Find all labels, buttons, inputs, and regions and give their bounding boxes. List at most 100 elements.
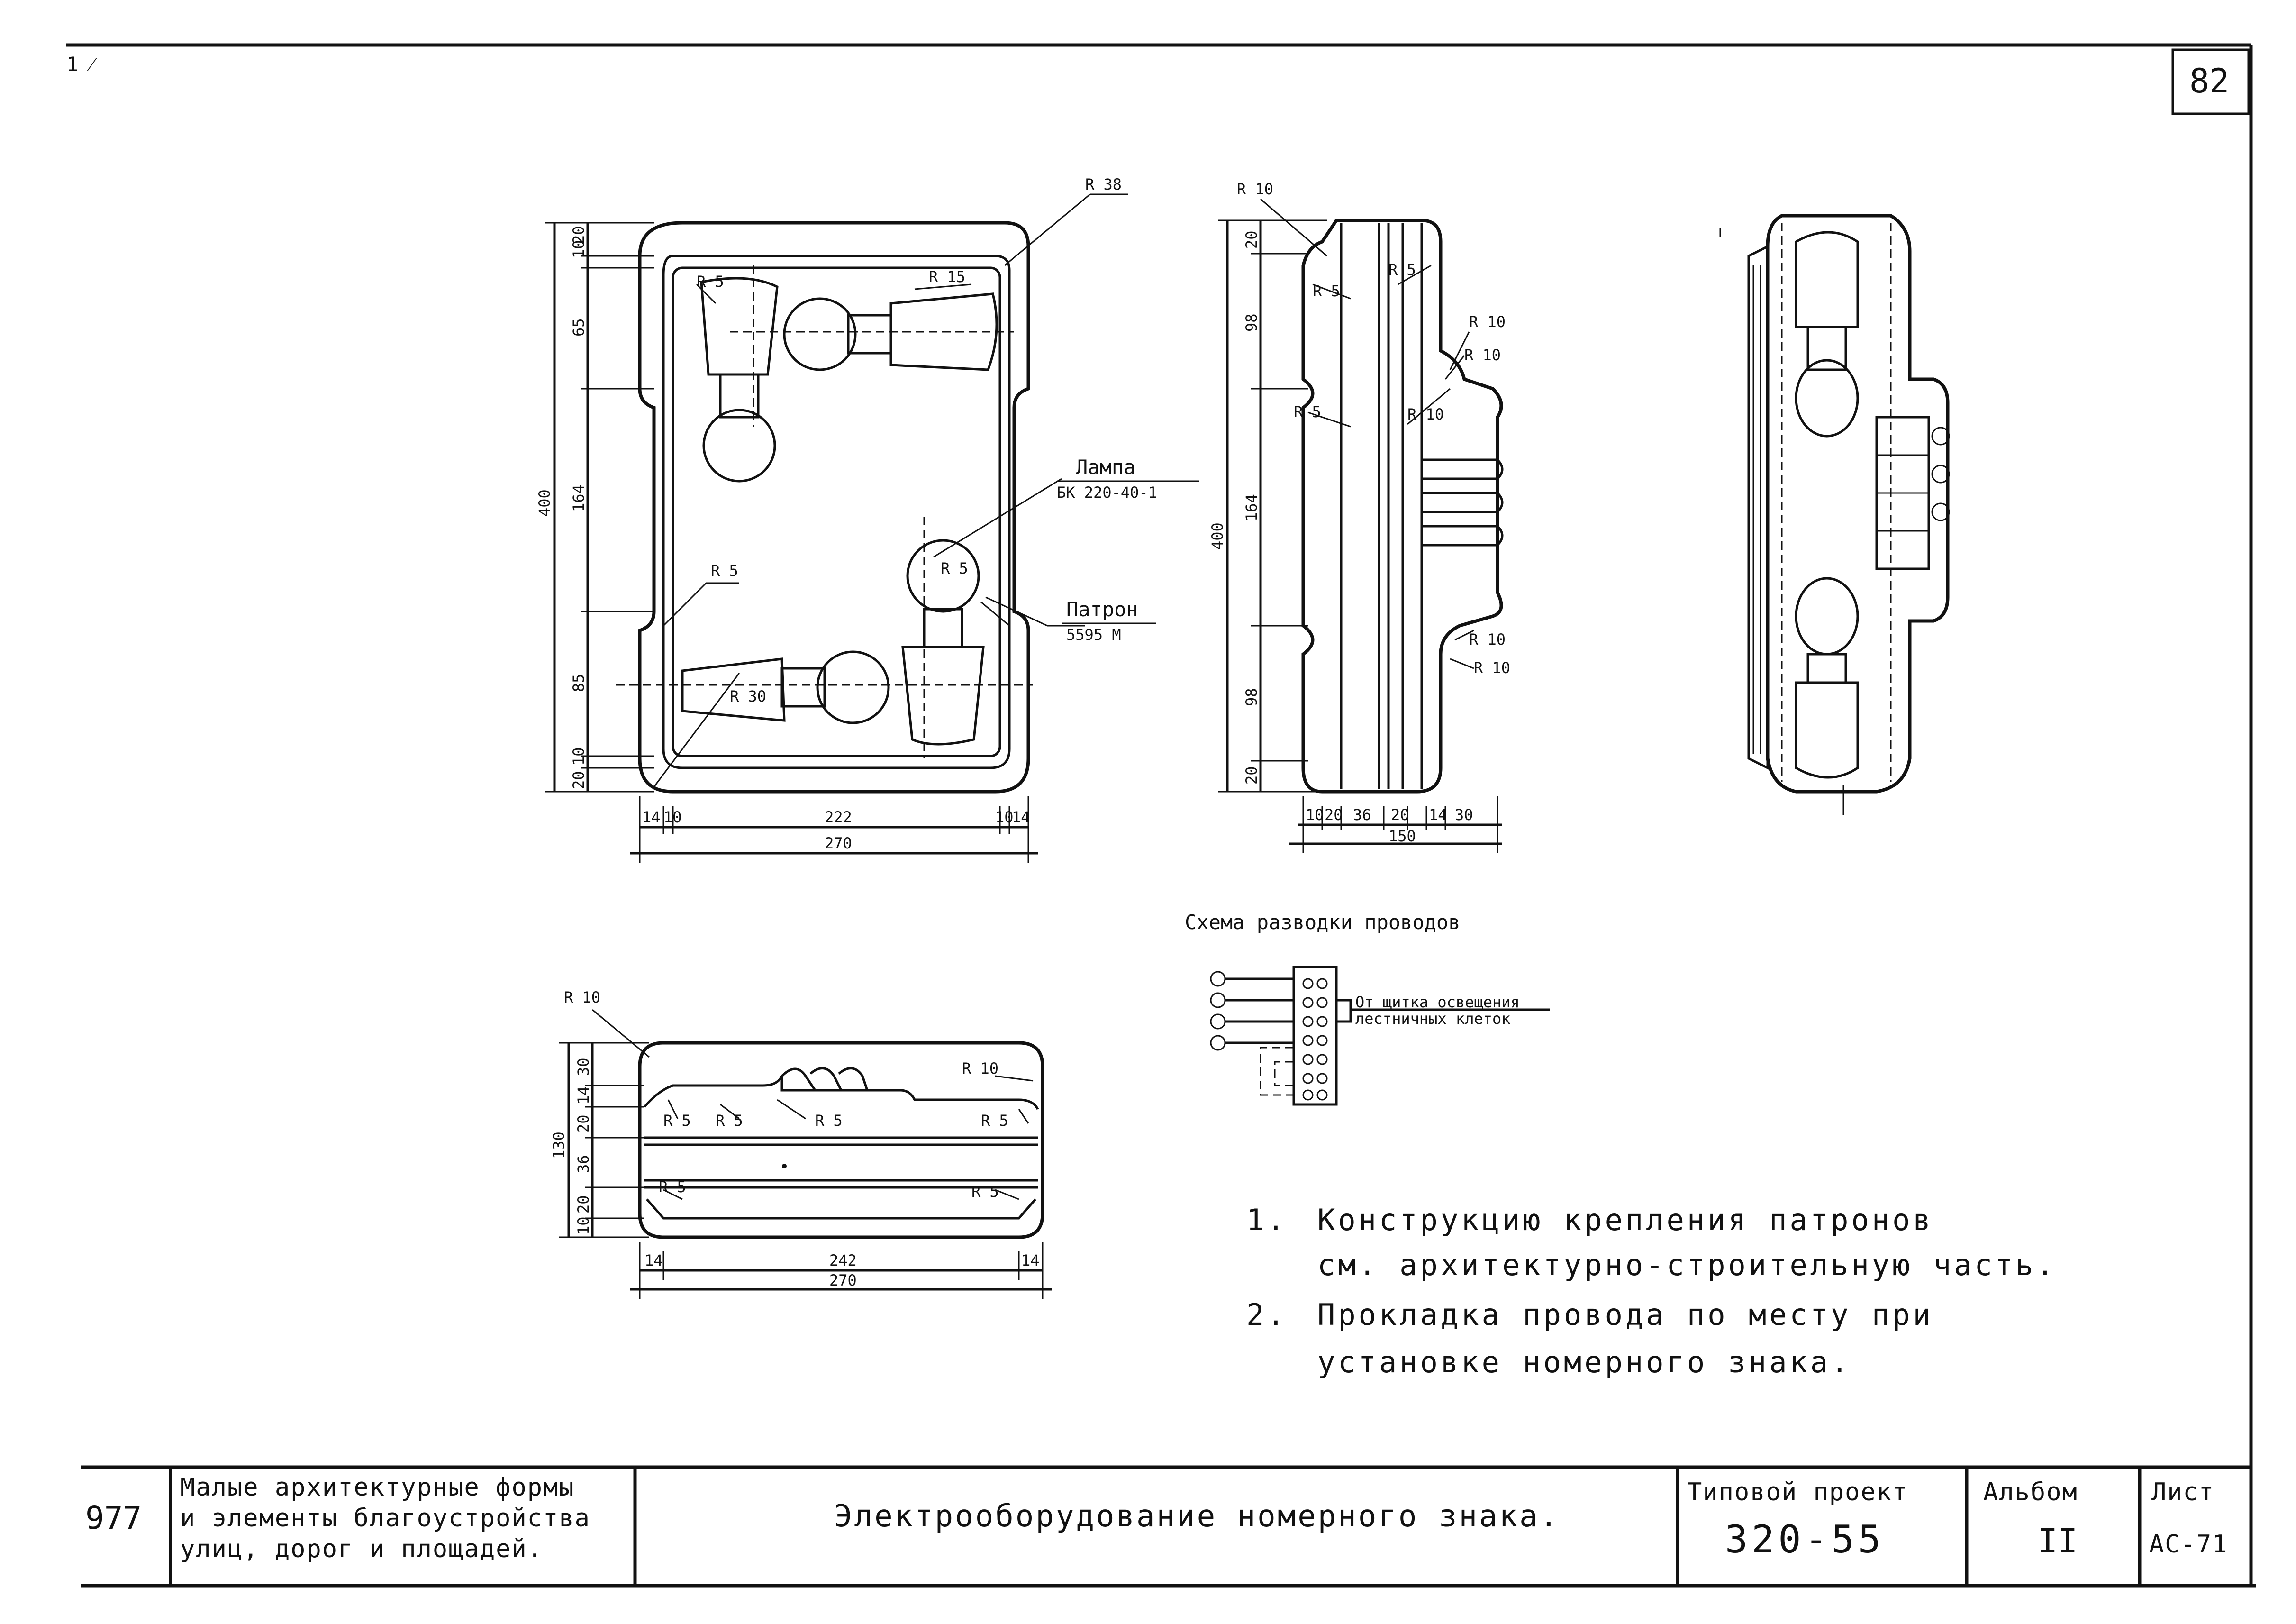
top-view: R 10 R 10 R 5 R 5 R 5 R 5 R 5 R 5 130 30…	[550, 988, 1052, 1299]
front-radius-3: R 5	[697, 273, 724, 291]
section-line-2: и элементы благоустройства	[180, 1504, 590, 1533]
corner-mark: 1 ⁄	[66, 53, 98, 76]
note-1-number: 1.	[1246, 1203, 1288, 1237]
wiring-label-line1: От щитка освещения	[1355, 993, 1520, 1011]
top-vdim-d: 36	[574, 1155, 592, 1173]
front-outline	[638, 221, 1030, 794]
side-vdim-d: 98	[1243, 688, 1261, 706]
side-vdim-e: 20	[1243, 766, 1261, 785]
front-vdim-a: 10	[570, 240, 588, 258]
front-hdim-b: 10	[663, 808, 682, 826]
wiring-scheme: Схема разводки проводов От щитка освещен…	[1185, 911, 1550, 1106]
side-radius-7: R 10	[1407, 405, 1444, 423]
sheet-label: Лист	[2151, 1478, 2214, 1506]
side-radius-9: R 10	[1474, 659, 1510, 677]
side-hdim-c: 36	[1353, 806, 1371, 824]
side-radius-5: R 10	[1464, 346, 1501, 364]
socket-type: 5595 М	[1066, 626, 1121, 644]
top-radius-6: R 5	[981, 1112, 1008, 1130]
side-hdim-e: 14	[1429, 806, 1447, 824]
front-hdim-a: 14	[642, 808, 661, 826]
top-vdim-total: 130	[550, 1131, 568, 1159]
side-radius-3: R 5	[1388, 261, 1416, 279]
sheet-number: 82	[2189, 62, 2229, 100]
side-radius-2: R 5	[1313, 282, 1340, 300]
section-line-1: Малые архитектурные формы	[180, 1473, 575, 1502]
front-hdim-c: 222	[825, 808, 852, 826]
side-vdim-a: 20	[1243, 230, 1261, 249]
notes: 1. Конструкцию крепления патронов см. ар…	[1246, 1203, 2057, 1379]
note-2-line-2: установке номерного знака.	[1317, 1345, 1851, 1379]
front-vdim-d: 164	[570, 484, 588, 512]
section-line-3: улиц, дорог и площадей.	[180, 1535, 543, 1563]
sheet-frame	[66, 43, 2256, 1588]
side-hdim-f: 30	[1455, 806, 1473, 824]
front-radius-5: R 5	[941, 559, 968, 577]
lamp-label: Лампа	[1076, 456, 1135, 479]
front-hdim-total: 270	[825, 834, 852, 852]
top-outline	[638, 1041, 1044, 1239]
top-hdim-a: 14	[644, 1251, 663, 1269]
project-label: Типовой проект	[1687, 1478, 1908, 1506]
top-radius-2: R 10	[962, 1059, 998, 1077]
side-outline	[1301, 219, 1503, 794]
title-code: 977	[85, 1500, 142, 1536]
top-hdim-b: 242	[829, 1251, 857, 1269]
top-hdim-c: 14	[1021, 1251, 1040, 1269]
side-hdim-d: 20	[1391, 806, 1409, 824]
side-vdim-c: 164	[1243, 494, 1261, 521]
note-2-line-1: Прокладка провода по месту при	[1317, 1297, 1933, 1332]
top-radius-1: R 10	[564, 988, 600, 1006]
front-vdim-total: 400	[535, 489, 554, 517]
drawing-title: Электрооборудование номерного знака.	[834, 1499, 1560, 1534]
top-radius-8: R 5	[971, 1183, 999, 1201]
note-2-number: 2.	[1246, 1297, 1288, 1332]
front-vdim-f: 20	[570, 771, 588, 789]
side-radius-4: R 10	[1469, 313, 1506, 331]
front-hdim-d: 10	[995, 808, 1014, 826]
front-radius-2: R 15	[929, 268, 965, 286]
top-hdim-total: 270	[829, 1271, 857, 1289]
front-vdim-b: 20	[570, 226, 588, 244]
socket-label: Патрон	[1066, 598, 1138, 621]
top-radius-4: R 5	[716, 1112, 743, 1130]
front-hdim-e: 14	[1012, 808, 1030, 826]
front-vdim-g: 10	[570, 747, 588, 766]
album-number: II	[2038, 1522, 2078, 1560]
side-radius-1: R 10	[1237, 180, 1273, 198]
lamp-type: БК 220-40-1	[1057, 484, 1157, 502]
side-radius-6: R 5	[1294, 403, 1321, 421]
front-vdim-c: 65	[570, 318, 588, 337]
side-hdim-b: 20	[1325, 806, 1343, 824]
side-hdim-a: 10	[1306, 806, 1324, 824]
top-vdim-e: 20	[574, 1195, 592, 1213]
title-block: 977 Малые архитектурные формы и элементы…	[81, 1465, 2251, 1586]
album-label: Альбом	[1983, 1478, 2078, 1506]
sheet-code: АС-71	[2149, 1530, 2228, 1559]
wiring-label-line2: лестничных клеток	[1355, 1010, 1511, 1028]
sheet-number-box: 82	[2171, 48, 2250, 115]
front-vdim-e: 85	[570, 674, 588, 692]
front-radius-4: R 5	[711, 562, 738, 580]
side-radius-8: R 10	[1469, 630, 1506, 648]
top-radius-7: R 5	[659, 1178, 686, 1196]
front-view: R 38 R 15 R 5 R 5 R 5 R 30 Лампа БК 220-…	[535, 175, 1199, 863]
top-vdim-b: 14	[574, 1086, 592, 1104]
note-1-line-1: Конструкцию крепления патронов	[1317, 1203, 1933, 1237]
top-vdim-f: 10	[574, 1216, 592, 1235]
front-radius-1: R 38	[1085, 175, 1122, 193]
side-vdim-b: 98	[1243, 313, 1261, 332]
top-vdim-c: 20	[574, 1114, 592, 1133]
section-view	[1719, 214, 1950, 815]
wiring-title: Схема разводки проводов	[1185, 911, 1461, 934]
side-view: R 10 R 5 R 5 R 10 R 10 R 5 R 10 R 10 R 1…	[1208, 180, 1510, 853]
project-number: 320-55	[1725, 1517, 1885, 1561]
top-radius-3: R 5	[663, 1112, 691, 1130]
side-hdim-total: 150	[1388, 827, 1416, 845]
side-vdim-total: 400	[1208, 522, 1226, 550]
front-radius-6: R 30	[730, 687, 766, 705]
terminal-block	[1292, 966, 1338, 1106]
note-1-line-2: см. архитектурно-строительную часть.	[1317, 1248, 2057, 1282]
top-vdim-a: 30	[574, 1058, 592, 1076]
